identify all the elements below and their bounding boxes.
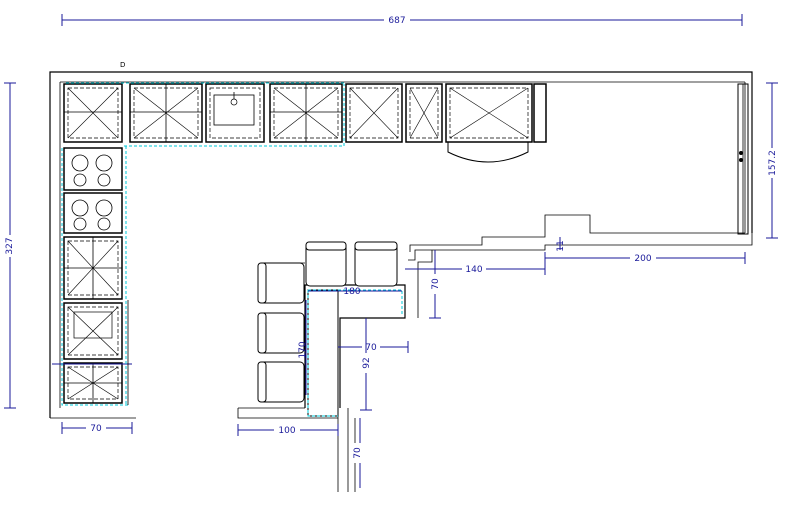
- dimension-label-island-side: 170: [298, 341, 308, 358]
- dimension-label-island-width: 70: [365, 343, 377, 353]
- dimension-label-island-top: 180: [343, 287, 360, 297]
- dimension-label-island-length: 92: [362, 357, 372, 368]
- island-counter: [237, 241, 406, 492]
- dimension-right-wall: 157.2: [765, 82, 779, 239]
- dimension-lower-passage: 70: [352, 418, 366, 488]
- dimension-total-height: 327: [2, 82, 16, 409]
- dimension-small: 11: [556, 237, 566, 252]
- dimension-step-width: 140: [405, 263, 546, 275]
- dimension-right-run: 200: [544, 252, 746, 264]
- dimension-label-right-run: 200: [634, 254, 651, 264]
- dimension-label-island-depth: 100: [278, 426, 295, 436]
- dimension-label-step-height: 70: [431, 278, 441, 290]
- dimension-left-depth: 70: [61, 422, 133, 434]
- room-walls: [49, 71, 753, 419]
- dimension-island-side: 170: [298, 300, 308, 395]
- dimension-label-step-width: 140: [465, 265, 482, 275]
- dimension-island-depth: 100: [237, 424, 339, 436]
- dimension-island-width: 70: [338, 341, 409, 353]
- dimension-step-height: 70: [428, 250, 442, 319]
- dimension-island-length: 92: [359, 318, 373, 411]
- dimension-label-left-depth: 70: [90, 424, 102, 434]
- left-cabinet-run: [52, 146, 132, 406]
- dimension-island-top: 180: [308, 287, 402, 297]
- upper-cabinet-run: [63, 82, 547, 163]
- dimension-label-lower-passage: 70: [353, 447, 363, 459]
- dimension-label-total-height: 327: [5, 237, 15, 254]
- dimension-label-right-wall: 157.2: [768, 150, 778, 176]
- dimension-total-width: 687: [61, 14, 743, 26]
- dimension-label-small: 11: [556, 240, 566, 251]
- dimension-label-total-width: 687: [388, 16, 405, 26]
- marker-label: D: [120, 61, 125, 69]
